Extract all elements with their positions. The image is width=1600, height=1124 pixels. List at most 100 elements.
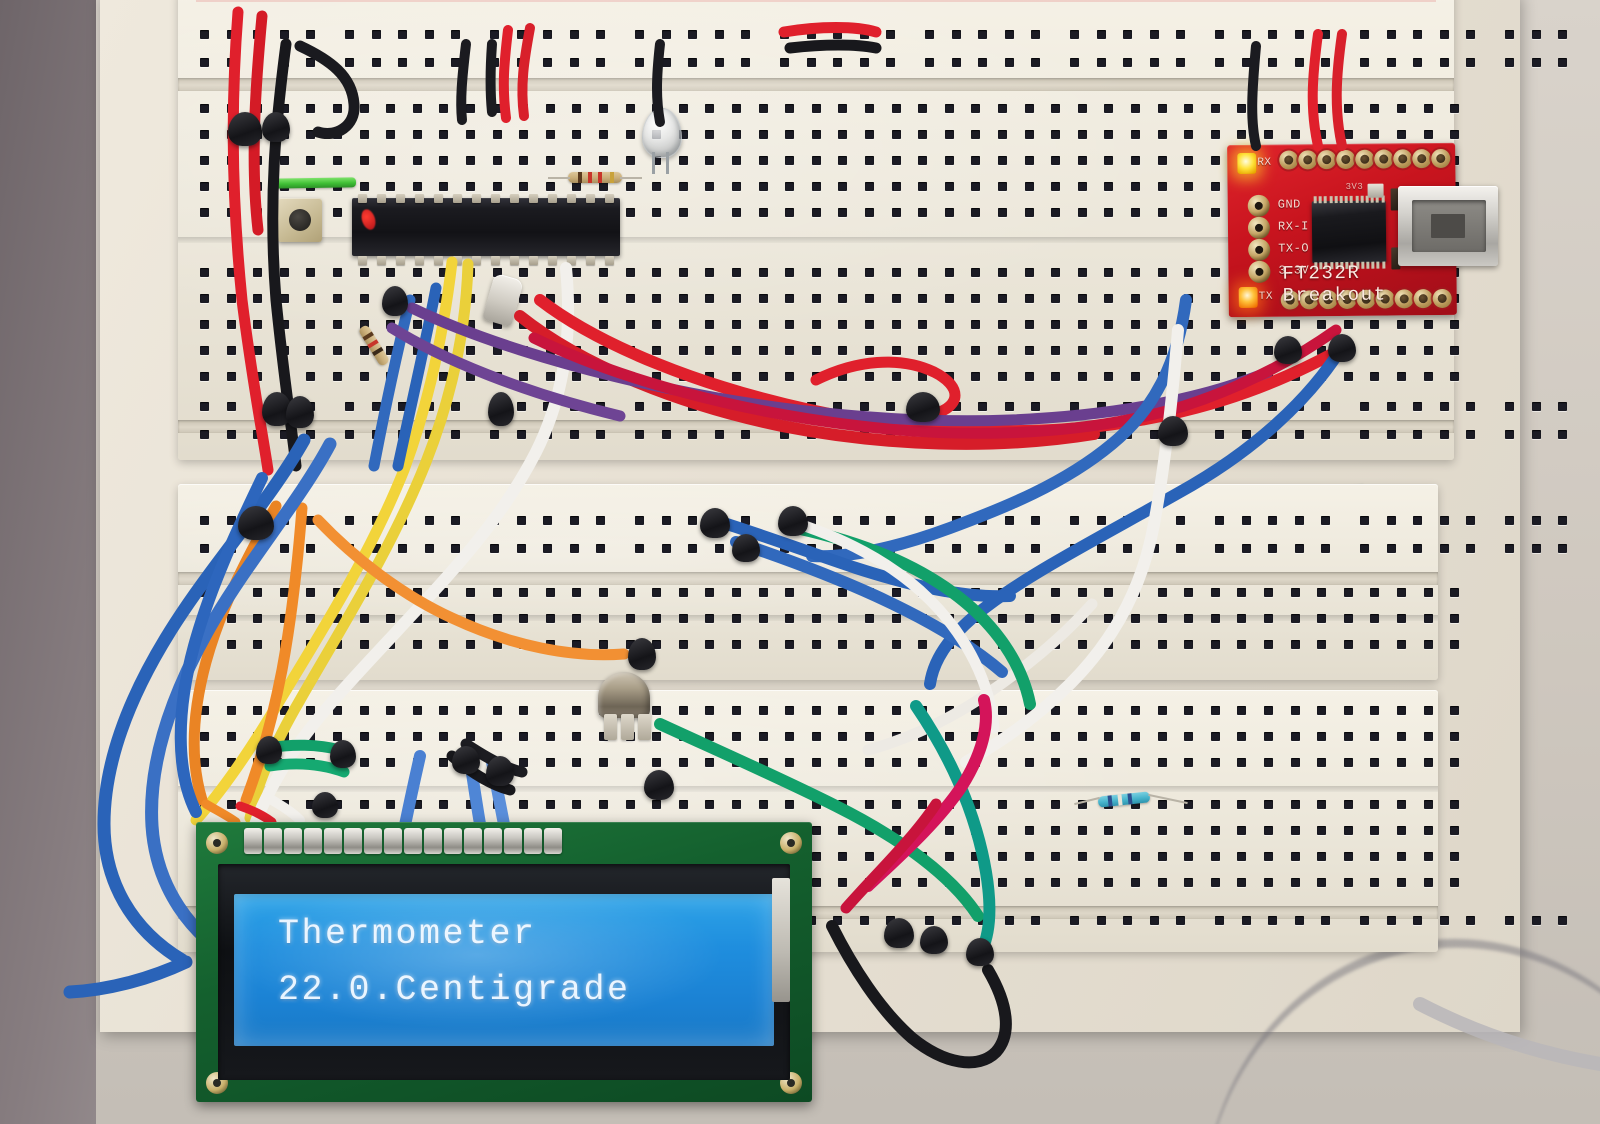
breadboard-hole [1397, 852, 1406, 861]
dip-pin [529, 194, 538, 203]
chip-polarity-dot [359, 207, 378, 232]
breadboard-hole [1397, 130, 1406, 139]
breadboard-hole [359, 800, 369, 809]
dip-pin [548, 194, 557, 203]
lcd-header-pin[interactable] [364, 828, 382, 854]
lcd-header-pin[interactable] [404, 828, 422, 854]
ft232r-side-pad[interactable] [1247, 194, 1270, 217]
lcd-header-pin[interactable] [464, 828, 482, 854]
lcd-header-pin[interactable] [244, 828, 262, 854]
breadboard-hole [1423, 588, 1433, 597]
ft232r-header-pad[interactable] [1431, 148, 1451, 169]
breadboard-hole [678, 732, 688, 741]
ft232r-header-pad[interactable] [1317, 150, 1337, 170]
breadboard-hole [466, 346, 475, 355]
breadboard-hole [1317, 800, 1327, 809]
ft232r-header-pad[interactable] [1279, 150, 1299, 170]
lcd-header-pin[interactable] [324, 828, 342, 854]
breadboard-hole [1343, 130, 1353, 139]
breadboard-hole [596, 430, 606, 439]
breadboard-hole [599, 156, 608, 165]
breadboard-hole [200, 732, 209, 741]
breadboard-hole [306, 30, 316, 39]
lcd-header-pin[interactable] [504, 828, 522, 854]
breadboard-hole [1077, 320, 1087, 329]
lcd-pin-header[interactable] [244, 828, 562, 854]
breadboard-hole [1370, 130, 1380, 139]
breadboard-hole [886, 516, 896, 525]
breadboard-hole [652, 208, 662, 217]
breadboard-hole [1237, 826, 1247, 835]
breadboard-hole [951, 916, 961, 925]
breadboard-hole [705, 156, 715, 165]
ft232r-header-pad[interactable] [1374, 149, 1394, 169]
breadboard-hole [451, 402, 461, 411]
breadboard-hole [705, 800, 715, 809]
breadboard-hole [865, 294, 874, 303]
breadboard-hole [838, 320, 848, 329]
lcd-header-pin[interactable] [484, 828, 502, 854]
breadboard-hole [806, 430, 816, 439]
breadboard-hole [569, 544, 579, 553]
breadboard-hole [599, 614, 608, 623]
lcd-header-pin[interactable] [284, 828, 302, 854]
breadboard-hole [833, 544, 843, 553]
breadboard-hole [1237, 588, 1247, 597]
breadboard-hole [1321, 402, 1331, 411]
breadboard-hole [333, 588, 342, 597]
breadboard-hole [1123, 402, 1133, 411]
breadboard-hole [492, 104, 502, 113]
breadboard-hole [279, 346, 289, 355]
breadboard-hole [891, 294, 901, 303]
ft232r-side-pad[interactable] [1247, 216, 1271, 239]
lcd-header-pin[interactable] [264, 828, 282, 854]
breadboard-hole [1184, 104, 1194, 113]
breadboard-hole [424, 30, 434, 39]
breadboard-hole [279, 156, 289, 165]
breadboard-hole [1505, 430, 1514, 439]
lcd-header-pin[interactable] [344, 828, 362, 854]
sensor-leg [621, 714, 634, 740]
breadboard-hole [1450, 104, 1460, 113]
breadboard-hole [971, 156, 981, 165]
mini-usb-connector[interactable] [1398, 186, 1498, 266]
breadboard-hole [971, 640, 981, 649]
lcd-header-pin[interactable] [384, 828, 402, 854]
ft232r-brand-label: FT232R Breakout [1282, 261, 1387, 307]
lcd-header-pin[interactable] [524, 828, 542, 854]
breadboard-hole [1077, 826, 1087, 835]
ft232r-side-pad[interactable] [1248, 238, 1271, 261]
breadboard-hole [1031, 544, 1041, 553]
ft232r-header-pad[interactable] [1393, 149, 1413, 169]
breadboard-hole [732, 130, 741, 139]
breadboard-hole [1131, 588, 1140, 597]
lcd-line-2: 22.0.Centigrade [278, 970, 631, 1010]
breadboard-hole [1317, 758, 1327, 767]
breadboard-hole [359, 640, 369, 649]
ft232r-header-pad[interactable] [1336, 149, 1356, 170]
breadboard-hole [253, 800, 263, 809]
breadboard-hole [466, 182, 475, 191]
tactile-pushbutton[interactable] [278, 198, 322, 242]
breadboard-hole [519, 372, 529, 381]
breadboard-hole [918, 800, 928, 809]
breadboard-hole [891, 156, 901, 165]
lcd-header-pin[interactable] [544, 828, 562, 854]
lcd-header-pin[interactable] [424, 828, 442, 854]
lcd-header-pin[interactable] [444, 828, 462, 854]
breadboard-hole [519, 588, 529, 597]
breadboard-hole [306, 346, 316, 355]
breadboard-hole [925, 516, 934, 525]
ft232r-side-pad[interactable] [1248, 260, 1271, 283]
ft232r-header-pad[interactable] [1355, 149, 1375, 169]
lcd-header-pin[interactable] [304, 828, 322, 854]
breadboard-hole [306, 268, 316, 277]
ft232r-header-pad[interactable] [1298, 150, 1318, 170]
breadboard-hole [333, 268, 342, 277]
breadboard-hole [1131, 800, 1140, 809]
breadboard-hole [1131, 104, 1140, 113]
breadboard-hole [1024, 852, 1034, 861]
ft232r-header-pad[interactable] [1412, 149, 1432, 169]
breadboard-hole [306, 156, 316, 165]
breadboard-hole [811, 758, 821, 767]
